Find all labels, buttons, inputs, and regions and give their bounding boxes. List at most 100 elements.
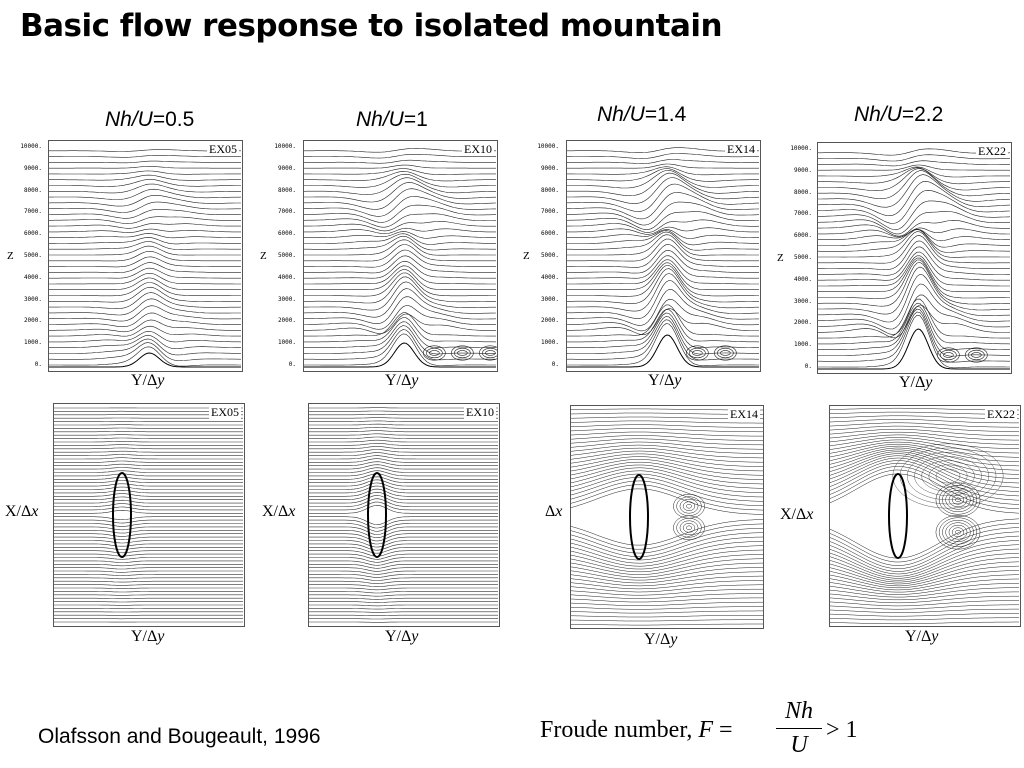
surface-streamline: [830, 518, 1020, 559]
surface-streamline: [830, 449, 1020, 475]
surface-streamline: [54, 567, 243, 570]
y-axis-label: Δx: [545, 503, 562, 521]
streamline: [304, 325, 496, 355]
x-axis-label: Y/Δy: [905, 628, 938, 646]
streamline: [567, 298, 759, 332]
z-axis-label: Z: [7, 250, 14, 262]
streamline: [567, 172, 760, 197]
streamline: [567, 170, 759, 189]
streamline: [49, 305, 241, 322]
surface-streamline: [571, 558, 763, 575]
streamline: [49, 312, 241, 327]
surface-streamline: [571, 541, 763, 564]
streamline: [304, 288, 497, 318]
streamline: [567, 244, 759, 268]
experiment-tag: EX14: [728, 407, 760, 421]
streamline: [567, 219, 760, 233]
surface-streamline: [571, 484, 763, 511]
surface-streamline: [571, 571, 763, 584]
surface-streamline: [309, 504, 498, 514]
z-tick-label: 7000.: [793, 210, 812, 218]
surface-streamline: [571, 588, 763, 596]
surface-streamline: [309, 473, 498, 480]
streamline: [567, 159, 759, 164]
ratio-value: =0.5: [152, 108, 195, 131]
axis-var: Y/: [648, 372, 664, 389]
surface-streamline: [830, 466, 1020, 505]
ratio-symbol: Nh/U: [854, 103, 902, 126]
surface-streamline: [571, 575, 763, 587]
axis-var: X/: [780, 506, 796, 523]
wake-vortex: [938, 517, 978, 547]
surface-streamline: [309, 446, 498, 450]
streamline: [49, 245, 241, 256]
streamline: [818, 229, 1010, 253]
streamline: [49, 325, 241, 337]
surface-streamline: [309, 498, 498, 507]
streamline: [304, 173, 496, 188]
experiment-tag: EX22: [985, 407, 1017, 421]
surface-streamline: [571, 606, 763, 610]
streamline: [818, 257, 1010, 292]
streamline: [567, 177, 760, 204]
streamline: [304, 244, 496, 262]
surface-streamline: [54, 441, 243, 443]
fraction-bar: [776, 728, 822, 729]
surface-streamline: [54, 486, 243, 490]
surface-streamline: [830, 540, 1020, 575]
streamline: [818, 167, 1010, 185]
surface-streamline: [309, 553, 498, 560]
surface-streamline: [309, 591, 498, 594]
x-axis-label: Y/Δy: [644, 631, 677, 649]
surface-streamline: [309, 443, 498, 446]
surface-streamline: [830, 535, 1020, 572]
streamline: [304, 168, 496, 175]
surface-streamline: [309, 547, 498, 554]
streamline: [49, 166, 241, 169]
surface-streamline-plot: [54, 407, 243, 623]
delta-symbol: Δ: [921, 628, 932, 645]
surface-streamline: [571, 597, 763, 603]
x-axis-label: Y/Δy: [648, 372, 681, 390]
surface-streamline: [830, 447, 1020, 471]
surface-streamline: [54, 493, 243, 497]
streamline: [567, 168, 759, 182]
streamline: [49, 155, 241, 158]
z-tick-label: 2000.: [540, 317, 559, 325]
surface-streamline: [830, 431, 1019, 441]
streamline: [304, 265, 496, 285]
experiment-tag: EX10: [462, 142, 494, 156]
surface-streamline: [309, 420, 498, 422]
recirculation-line: [928, 464, 968, 488]
surface-streamline: [571, 424, 763, 428]
streamline: [49, 170, 241, 175]
experiment-tag: EX22: [976, 144, 1008, 158]
horizontal-flow-panel-1: EX05: [53, 403, 245, 627]
streamline: [49, 273, 241, 285]
streamline: [49, 209, 241, 219]
z-tick-label: 8000.: [23, 186, 42, 194]
surface-streamline: [54, 533, 243, 537]
surface-streamline: [54, 503, 243, 507]
streamline: [818, 228, 1011, 242]
z-tick-label: 7000.: [540, 208, 559, 216]
surface-streamline: [309, 439, 498, 443]
surface-streamline: [309, 594, 498, 597]
wake-vortex: [676, 518, 702, 538]
axis-var: Y/: [899, 374, 915, 391]
streamline: [567, 316, 759, 355]
surface-streamline: [54, 557, 243, 560]
z-tick-label: 3000.: [23, 295, 42, 303]
surface-streamline: [54, 574, 243, 576]
axis-var: x: [555, 503, 563, 520]
surface-streamline: [309, 577, 498, 581]
lee-eddy: [457, 350, 468, 356]
streamline: [818, 160, 1010, 167]
lee-eddy: [429, 350, 440, 356]
streamline-plot: [818, 148, 1011, 370]
streamline: [567, 201, 760, 226]
streamline: [304, 213, 497, 228]
surface-streamline: [309, 430, 498, 433]
surface-streamline: [830, 548, 1020, 579]
surface-streamline: [309, 597, 498, 600]
